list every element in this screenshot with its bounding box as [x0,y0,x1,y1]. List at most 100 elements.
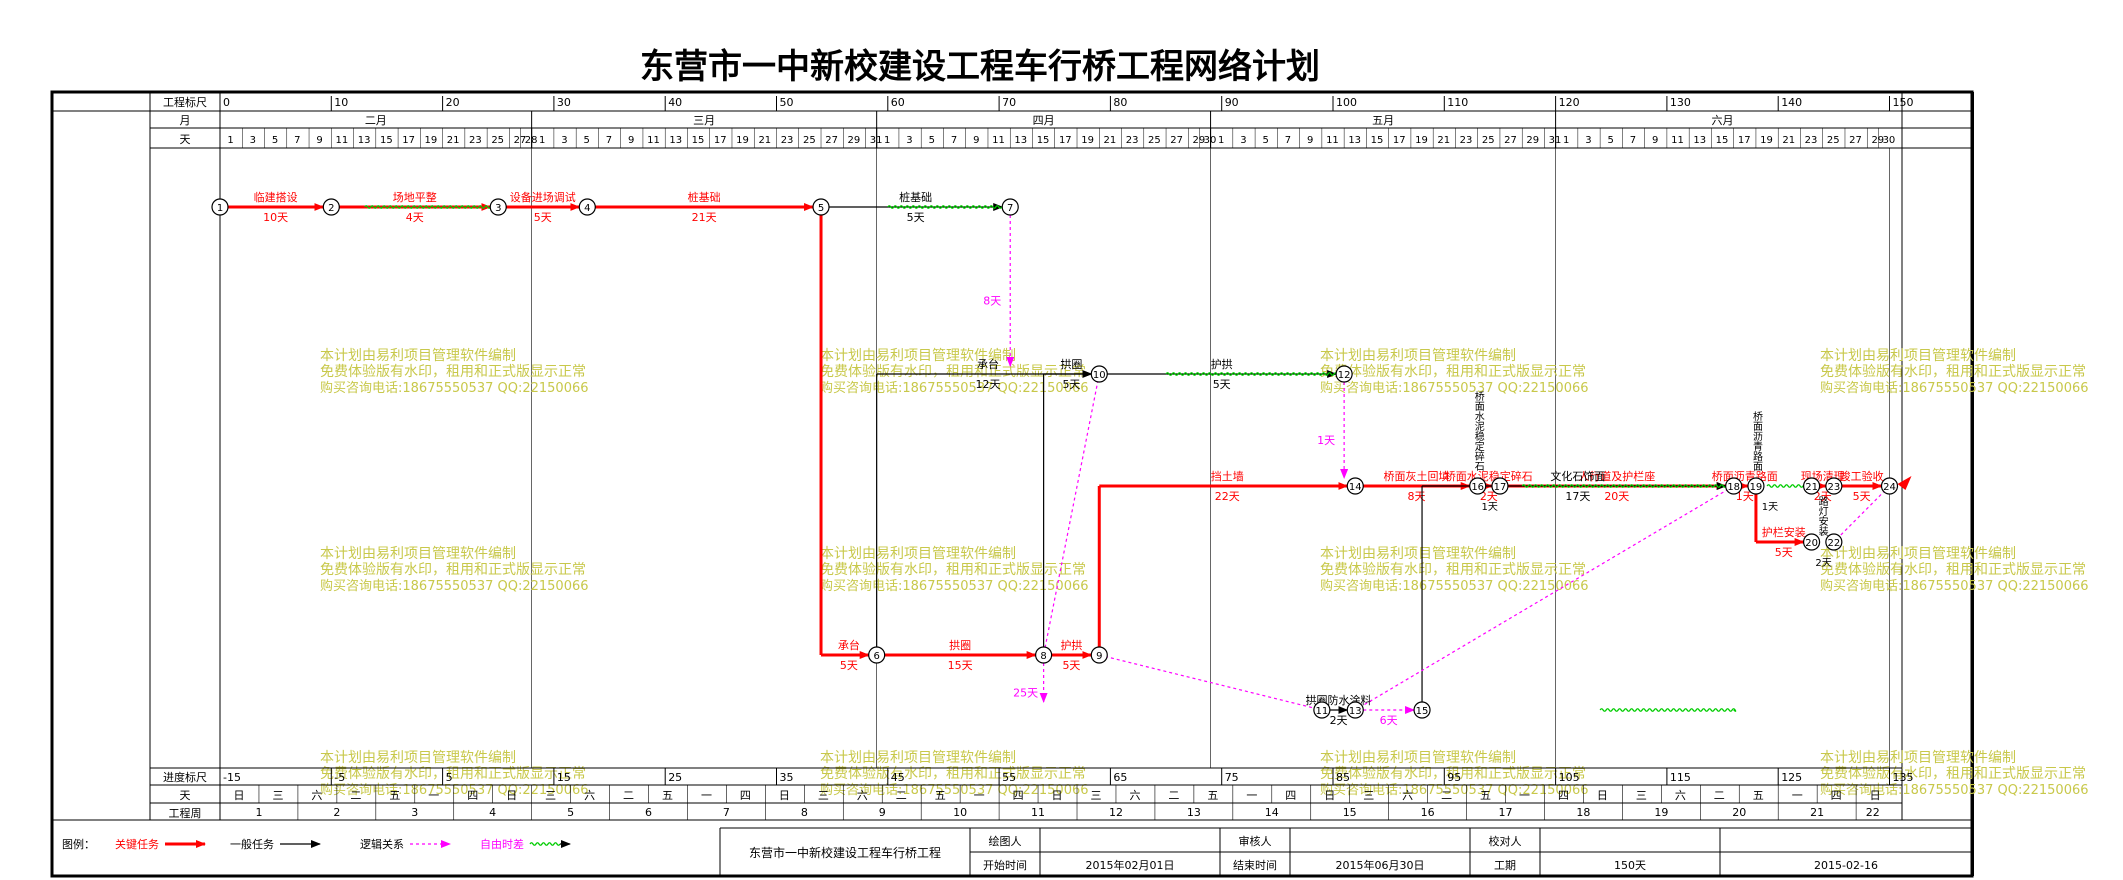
activity-arrow-free [1099,654,1323,711]
node-circle [1880,477,1899,495]
activity-duration: 5天 [1062,659,1080,672]
weekday-label: 二 [1168,789,1179,802]
node-label: 3 [495,203,501,214]
watermark-line1: 本计划由易利项目管理软件编制 [820,348,1016,364]
day-label: 23 [1805,135,1818,146]
day-label: 3 [1240,135,1246,146]
extra-vertical-label: 1天 [1762,502,1778,513]
day-label: 19 [736,135,749,146]
day-label: 17 [1738,135,1751,146]
extra-vertical-label: 路灯安装 [1819,495,1829,538]
scale-tick-label: 10 [334,96,348,109]
node-label: 4 [584,203,590,214]
free-float-wave [364,205,491,209]
weekday-label: 六 [311,789,322,802]
week-label: 6 [645,806,652,819]
node-circle [1090,365,1108,383]
watermark-group: 本计划由易利项目管理软件编制免费体验版有水印，租用和正式版显示正常购买咨询电话:… [320,348,2089,798]
scale-tick-label: 80 [1113,96,1127,109]
scale-tick-label: 110 [1447,96,1468,109]
day-label: 23 [469,135,482,146]
activity-duration: 5天 [534,211,552,224]
node-circle [1491,477,1509,495]
node-label: 24 [1883,482,1896,493]
weekday-label: 二 [1714,789,1725,802]
day-label: 9 [1652,135,1658,146]
scale-tick-label: 100 [1336,96,1357,109]
weekday-label: 六 [584,789,595,802]
activity-duration: 22天 [1215,490,1240,503]
watermark-line2: 免费体验版有水印，租用和正式版显示正常 [1320,562,1586,578]
free-float-wave [1766,484,1808,488]
node-circle [322,198,340,216]
progress-tick-label: 115 [1670,771,1691,784]
weekday-label: 四 [1558,789,1569,802]
weekday-row: 日三六二五一四日三六二五一四日三六二五一四日三六二五一四日三六二五一四日三六二五… [219,785,1881,803]
week-label: 9 [879,806,886,819]
activity-duration: 5天 [1062,378,1080,391]
progress-tick-label: 55 [1002,771,1016,784]
weekday-label: 一 [974,789,985,802]
activity-duration: 5天 [1853,490,1871,503]
day-label: 21 [447,135,460,146]
activity-duration: 5天 [1775,546,1793,559]
progress-tick-label: 45 [891,771,905,784]
month-row-label: 月 [180,114,191,127]
end-time-label: 结束时间 [1233,859,1277,872]
extra-vertical-label: 1天 [1482,502,1498,513]
watermark-line2: 免费体验版有水印，租用和正式版显示正常 [320,364,586,380]
day-label: 25 [1148,135,1161,146]
free-float-wave [1521,484,1727,488]
extra-vertical-label: 桥面水泥稳定碎石 [1475,391,1485,473]
week-label: 14 [1265,806,1279,819]
day-label: 5 [1607,135,1613,146]
day-label: 15 [692,135,705,146]
day-label: 27 [825,135,838,146]
activity-duration: 25天 [1013,687,1038,700]
weekday-label: 四 [1831,789,1842,802]
day-label: 27 [514,135,527,146]
watermark-line2: 免费体验版有水印，租用和正式版显示正常 [1820,766,2086,782]
node-circle [1802,477,1821,495]
weekday-label: 日 [506,789,517,802]
activity-name: 拱圈 [1060,357,1082,371]
day-label: 17 [714,135,727,146]
weekday-label: 二 [350,789,361,802]
day-label: 1 [1218,135,1224,146]
day-label: 9 [316,135,322,146]
watermark-line1: 本计划由易利项目管理软件编制 [820,546,1016,562]
watermark-line1: 本计划由易利项目管理软件编制 [320,750,516,766]
watermark-line1: 本计划由易利项目管理软件编制 [320,546,516,562]
month-label: 三月 [693,114,715,127]
activity-name: 承台 [977,357,999,371]
weekday-label: 五 [1480,789,1491,802]
week-label: 21 [1810,806,1824,819]
day-label: 29 [1871,135,1884,146]
week-label: 2 [333,806,340,819]
node-circle [1035,646,1053,664]
activity-arrow-free [1354,485,1734,711]
node-label: 5 [818,203,824,214]
watermark-line1: 本计划由易利项目管理软件编制 [1320,750,1516,766]
node-label: 1 [217,203,223,214]
scale-tick-label: 40 [668,96,682,109]
day-label: 13 [1348,135,1361,146]
day-label: 19 [425,135,438,146]
day-label: 29 [1526,135,1539,146]
week-label: 5 [567,806,574,819]
node-circle [578,198,596,216]
watermark-line1: 本计划由易利项目管理软件编制 [1820,750,2016,766]
weekday-label: 日 [779,789,790,802]
watermark-line1: 本计划由易利项目管理软件编制 [1320,348,1516,364]
day-label: 11 [1671,135,1684,146]
activity-arrow-free [1833,485,1890,543]
scale-tick-label: 140 [1781,96,1802,109]
scale-tick-label: 0 [223,96,230,109]
free-float-wave [1165,372,1339,376]
weekday-label: 一 [1792,789,1803,802]
week-label: 15 [1343,806,1357,819]
watermark-line2: 免费体验版有水印，租用和正式版显示正常 [820,364,1086,380]
day-label: 1 [227,135,233,146]
